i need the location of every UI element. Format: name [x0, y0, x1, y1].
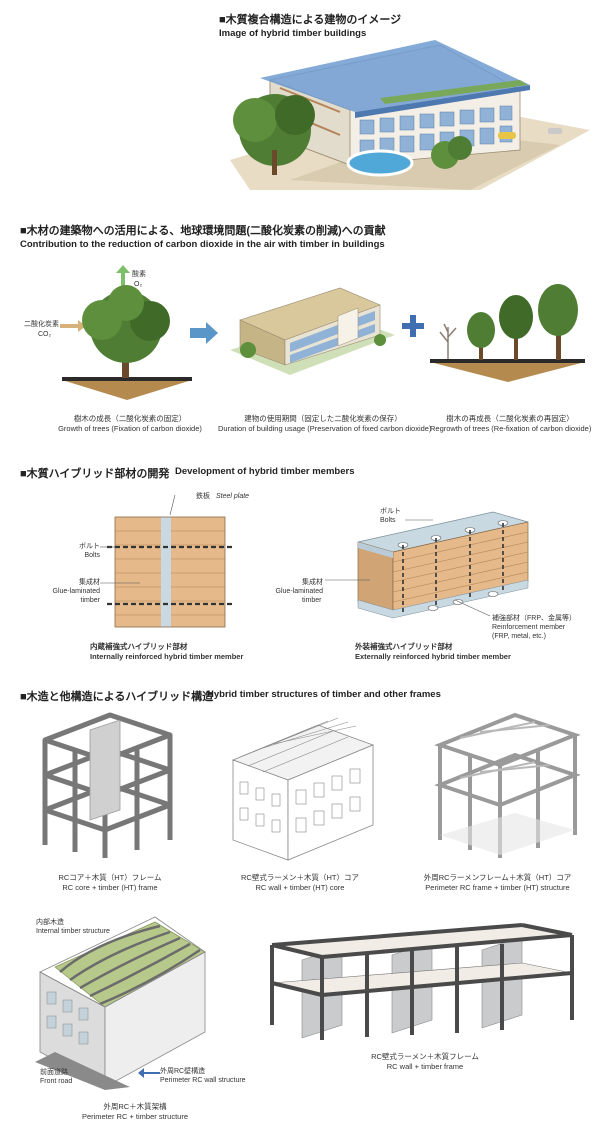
perimeter-rc-timber-structure-illustration: [35, 916, 206, 1090]
section1-title-jp: ■木質複合構造による建物のイメージ: [219, 14, 402, 26]
reinforcement-label-jp: 補強部材（FRP、金属等）: [492, 615, 576, 622]
internal-member-caption-en: Internally reinforced hybrid timber memb…: [90, 652, 244, 661]
oxygen-label-en: O₂: [134, 281, 143, 288]
bolts-label-right-jp: ボルト: [380, 508, 401, 515]
regrowth-caption-en: Regrowth of trees (Re-fixation of carbon…: [430, 424, 592, 433]
frame1-caption-jp: RCコア＋木質（HT）フレーム: [58, 873, 162, 882]
glulam-label-left-en2: timber: [80, 597, 100, 604]
co2-label-en: CO₂: [38, 331, 52, 338]
usage-caption-en: Duration of building usage (Preservation…: [218, 424, 432, 433]
perimeter-wall-pointer-arrow-icon: [138, 1068, 160, 1078]
internal-member-caption-jp: 内蔵補強式ハイブリッド部材: [90, 642, 188, 651]
co2-in-arrow-icon: [60, 320, 86, 332]
co2-label-jp: 二酸化炭素: [24, 321, 59, 328]
internally-reinforced-member: [107, 494, 233, 628]
frame1-caption-en: RC core + timber (HT) frame: [62, 883, 158, 892]
regrowth-trees-illustration: [430, 284, 585, 382]
bolts-label-left-jp: ボルト: [79, 543, 100, 550]
frame2-caption-en: RC wall + timber (HT) core: [255, 883, 345, 892]
externally-reinforced-member: [357, 511, 529, 619]
glulam-label-right-en1: Glue-laminated: [275, 588, 323, 595]
growing-tree-illustration: [62, 285, 192, 400]
oxygen-up-arrow-icon: [116, 265, 130, 291]
glulam-label-right-en2: timber: [302, 597, 322, 604]
bolts-label-left-en: Bolts: [84, 552, 100, 559]
section3-title-jp: ■木質ハイブリッド部材の開発: [20, 468, 170, 480]
building-usage-illustration: [230, 287, 395, 375]
perimeter-wall-label-jp: 外周RC壁構造: [160, 1068, 206, 1075]
hybrid-building-illustration: [230, 40, 590, 190]
frame3-caption-en: Perimeter RC frame + timber (HT) structu…: [425, 883, 570, 892]
growth-caption-jp: 樹木の成長（二酸化炭素の固定）: [73, 414, 187, 423]
internal-timber-label-jp: 内部木造: [36, 919, 64, 926]
rc-wall-timber-frame-illustration: [270, 923, 574, 1040]
section1-title-en: Image of hybrid timber buildings: [219, 28, 367, 39]
oxygen-label-jp: 酸素: [132, 271, 146, 278]
plus-icon: [402, 315, 424, 337]
frame5-caption-en: RC wall + timber frame: [386, 1062, 464, 1071]
usage-caption-jp: 建物の使用期間（固定した二酸化炭素の保存）: [244, 414, 402, 423]
rc-wall-timber-core-illustration: [231, 717, 375, 861]
regrowth-caption-jp: 樹木の再成長（二酸化炭素の再固定）: [446, 414, 574, 423]
process-arrow-icon: [190, 322, 218, 344]
frame4-caption-en: Perimeter RC + timber structure: [81, 1112, 189, 1121]
section4-title-en: Hybrid timber structures of timber and o…: [207, 689, 441, 700]
bolts-label-right-en: Bolts: [380, 517, 396, 524]
section4-title-jp: ■木造と他構造によるハイブリッド構造: [20, 691, 214, 703]
steel-plate-label-en: Steel plate: [216, 493, 250, 500]
frame5-caption-jp: RC壁式ラーメン＋木質フレーム: [371, 1052, 479, 1061]
external-member-caption-jp: 外装補強式ハイブリッド部材: [355, 642, 453, 651]
front-road-label-en: Front road: [40, 1078, 73, 1085]
glulam-label-left-jp: 集成材: [79, 579, 100, 586]
external-member-caption-en: Externally reinforced hybrid timber memb…: [355, 652, 511, 661]
frame3-caption-jp: 外周RCラーメンフレーム＋木質（HT）コア: [423, 873, 572, 882]
rc-core-timber-frame-illustration: [42, 712, 173, 858]
growth-caption-en: Growth of trees (Fixation of carbon diox…: [58, 424, 202, 433]
section3-title-en: Development of hybrid timber members: [175, 466, 355, 477]
internal-timber-label-en: Internal timber structure: [36, 928, 110, 935]
glulam-label-right-jp: 集成材: [302, 579, 323, 586]
section2-title-jp: ■木材の建築物への活用による、地球環境問題(二酸化炭素の削減)への貢献: [20, 225, 386, 237]
glulam-label-left-en1: Glue-laminated: [52, 588, 100, 595]
frame4-caption-jp: 外周RC＋木質架構: [103, 1102, 167, 1111]
right-label-leaders: [325, 519, 491, 617]
front-road-label-jp: 前面道路: [40, 1069, 68, 1076]
reinforcement-label-en1: Reinforcement member: [492, 624, 566, 631]
perimeter-wall-label-en: Perimeter RC wall structure: [160, 1077, 246, 1084]
section2-title-en: Contribution to the reduction of carbon …: [20, 239, 385, 250]
perimeter-rc-frame-illustration: [434, 712, 581, 858]
frame2-caption-jp: RC壁式ラーメン＋木質（HT）コア: [240, 873, 360, 882]
left-label-leaders: [100, 546, 140, 584]
steel-plate-label-jp: 鉄板: [196, 493, 210, 500]
reinforcement-label-en2: (FRP, metal, etc.): [492, 633, 546, 640]
